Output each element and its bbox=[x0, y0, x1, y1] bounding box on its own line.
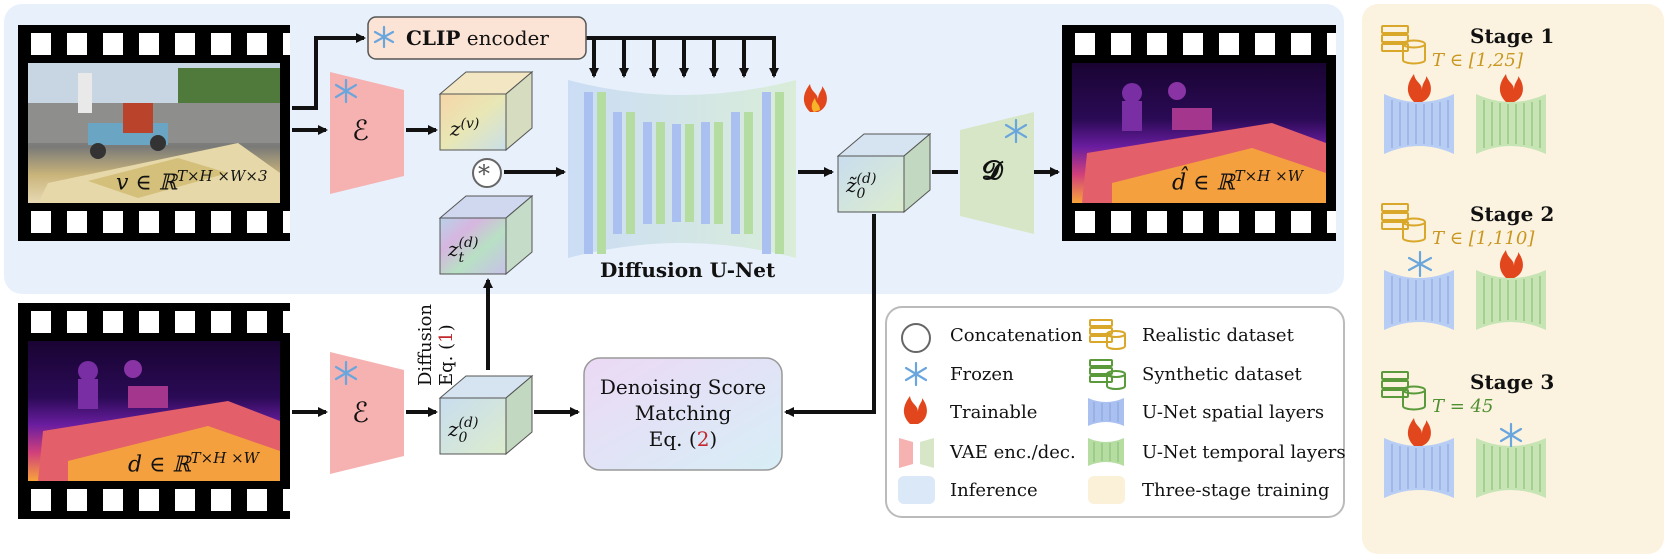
stage2-temporal-unet bbox=[1476, 270, 1546, 330]
latent-pred-label: z̃(d)0 bbox=[846, 171, 877, 202]
stage3-T: T = 45 bbox=[1432, 396, 1494, 417]
clip-box bbox=[367, 16, 587, 60]
stage1-T: T ∈ [1,25] bbox=[1432, 50, 1523, 71]
clip-encoder-label: CLIP encoder bbox=[406, 26, 549, 50]
input-video-frame: v ∈ ℝT×H ×W×3 bbox=[28, 63, 280, 203]
stage2-spatial-unet bbox=[1384, 270, 1454, 330]
legend-synthetic-icon bbox=[1089, 359, 1126, 390]
latent-0-label: z(d)0 bbox=[448, 415, 479, 446]
flame-icon bbox=[803, 74, 1523, 446]
stage1-title: Stage 1 bbox=[1470, 24, 1555, 48]
legend-frozen-label: Frozen bbox=[950, 364, 1014, 385]
concat-circle bbox=[472, 158, 502, 188]
depth-pred-math: d̂ ∈ ℝT×H ×W bbox=[1172, 167, 1304, 196]
vae-encoder-bottom bbox=[330, 352, 404, 474]
diffusion-label: Diffusion Eq. (1) bbox=[415, 304, 457, 386]
input-video-math: v ∈ ℝT×H ×W×3 bbox=[116, 167, 268, 196]
stage3-spatial-unet bbox=[1384, 438, 1454, 498]
depth-gt-math: d ∈ ℝT×H ×W bbox=[128, 449, 260, 478]
legend-spatial-label: U-Net spatial layers bbox=[1142, 402, 1325, 423]
dsm-box bbox=[583, 357, 783, 471]
latent-v-cube bbox=[438, 70, 534, 152]
diffusion-unet bbox=[568, 80, 796, 258]
legend-inference-label: Inference bbox=[950, 480, 1038, 501]
legend-three-stage-label: Three-stage training bbox=[1142, 480, 1330, 501]
input-video-filmstrip: v ∈ ℝT×H ×W×3 bbox=[18, 25, 290, 241]
stage1-spatial-unet bbox=[1384, 94, 1454, 154]
encoder-bottom-symbol: ℰ bbox=[352, 396, 369, 429]
legend-concat-label: Concatenation bbox=[950, 325, 1083, 346]
latent-pred-cube bbox=[836, 132, 932, 214]
snowflake-icon bbox=[334, 25, 1523, 448]
vae-encoder-top bbox=[330, 72, 404, 194]
legend-realistic-icon bbox=[1089, 319, 1126, 350]
unet-label: Diffusion U-Net bbox=[600, 258, 776, 282]
decoder-symbol: 𝓓 bbox=[982, 156, 1002, 186]
latent-t-cube bbox=[438, 194, 534, 276]
stage2-title: Stage 2 bbox=[1470, 202, 1555, 226]
legend-spatial-icon bbox=[1088, 398, 1124, 426]
legend-temporal-label: U-Net temporal layers bbox=[1142, 442, 1346, 463]
legend-concat-icon bbox=[901, 323, 931, 353]
legend-realistic-label: Realistic dataset bbox=[1142, 325, 1294, 346]
legend-trainable-label: Trainable bbox=[950, 402, 1038, 423]
legend-synthetic-label: Synthetic dataset bbox=[1142, 364, 1302, 385]
encoder-top-symbol: ℰ bbox=[352, 114, 369, 147]
latent-v-label: z(v) bbox=[450, 116, 480, 141]
stage2-dataset-icon bbox=[1381, 203, 1426, 243]
legend-three-stage-icon bbox=[1088, 476, 1125, 504]
legend-inference-icon bbox=[898, 476, 935, 504]
latent-0-cube bbox=[438, 374, 534, 456]
depth-pred-frame: d̂ ∈ ℝT×H ×W bbox=[1072, 63, 1326, 203]
stage3-dataset-icon bbox=[1381, 371, 1426, 411]
legend-vae-label: VAE enc./dec. bbox=[950, 442, 1076, 463]
legend-vae-icon bbox=[899, 438, 934, 468]
depth-gt-frame: d ∈ ℝT×H ×W bbox=[28, 341, 280, 481]
legend-temporal-icon bbox=[1088, 438, 1124, 466]
concat-symbol: * bbox=[478, 160, 490, 188]
stage3-title: Stage 3 bbox=[1470, 370, 1555, 394]
depth-pred-filmstrip: d̂ ∈ ℝT×H ×W bbox=[1062, 25, 1336, 241]
stage1-temporal-unet bbox=[1476, 94, 1546, 154]
latent-t-label: z(d)t bbox=[448, 235, 479, 266]
stage3-temporal-unet bbox=[1476, 438, 1546, 498]
dsm-text: Denoising Score Matching Eq. (2) bbox=[599, 375, 767, 451]
stage1-dataset-icon bbox=[1381, 25, 1426, 65]
depth-gt-filmstrip: d ∈ ℝT×H ×W bbox=[18, 303, 290, 519]
stage2-T: T ∈ [1,110] bbox=[1432, 228, 1535, 249]
